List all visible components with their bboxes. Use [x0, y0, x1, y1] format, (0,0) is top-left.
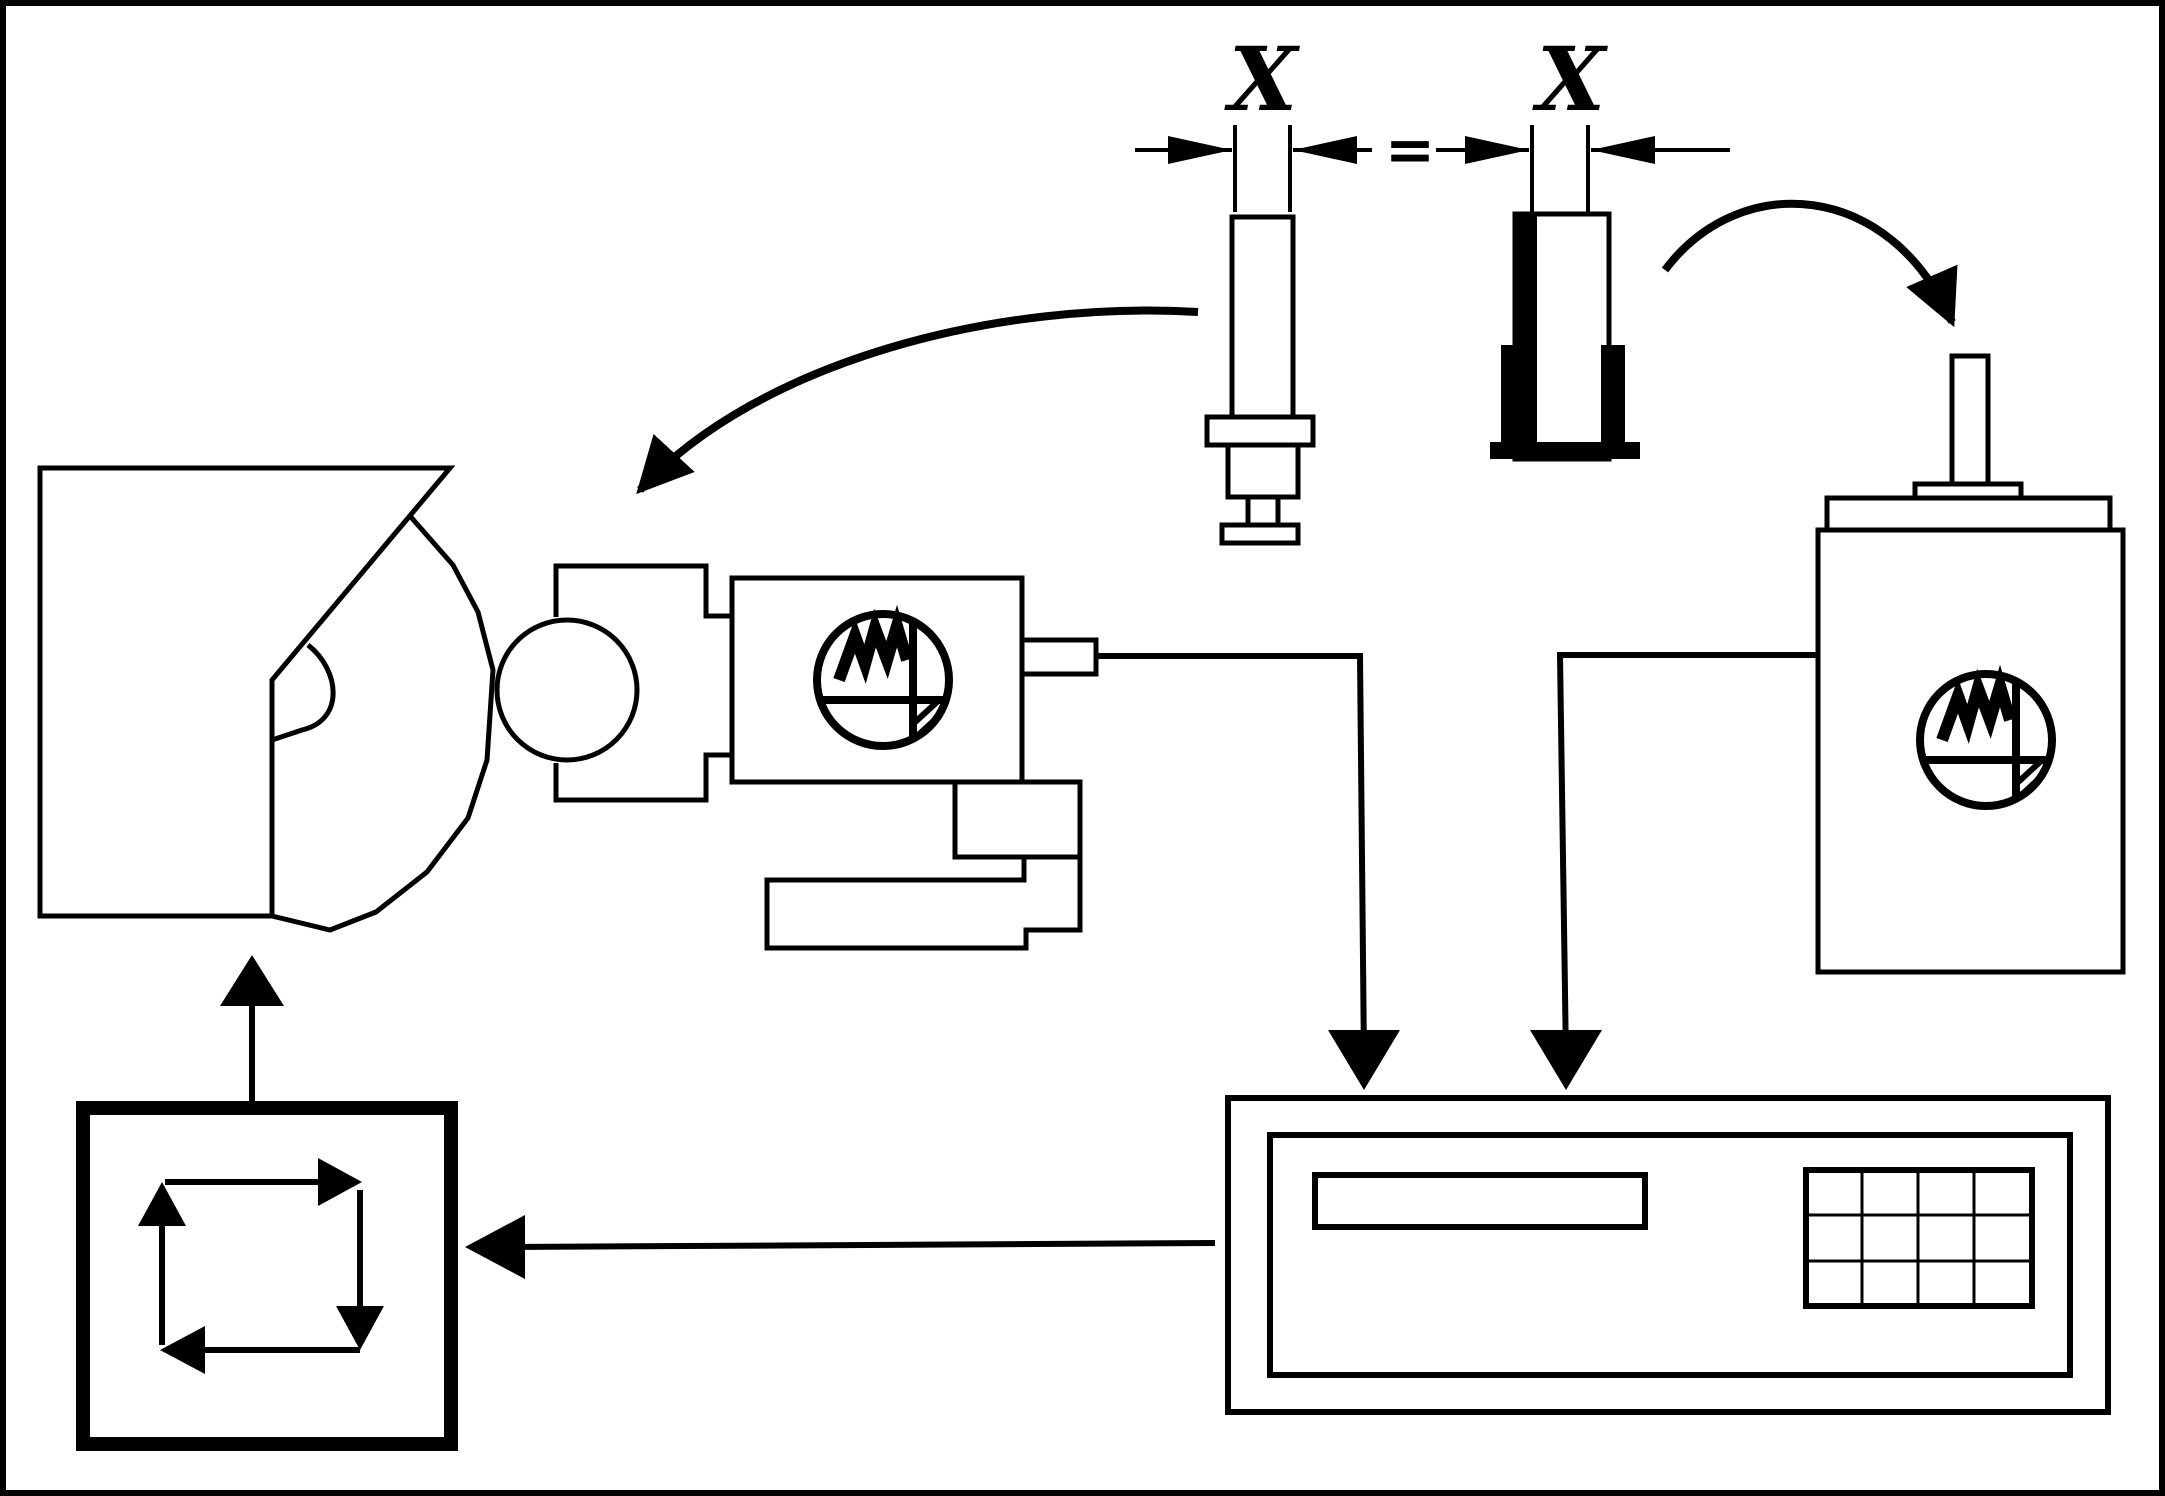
- probe: [1204, 214, 1316, 546]
- dimension-label-left: X: [1224, 27, 1301, 131]
- machine-fixture: [37, 465, 732, 933]
- curved-arrow-standard: [1661, 199, 1958, 328]
- controller-unit: [1225, 1095, 2111, 1415]
- measuring-head: [729, 575, 1099, 951]
- cycle-arrows-icon: [138, 1158, 384, 1374]
- connector-lines: [220, 652, 1818, 1279]
- reference-standard: [1490, 211, 1640, 462]
- strain-gauge-icon: [817, 614, 949, 746]
- strain-gauge-icon: [1920, 674, 2052, 806]
- equals-sign: =: [1385, 115, 1435, 185]
- dimension-label-right: X: [1532, 27, 1609, 131]
- reference-gauge-unit: [1815, 353, 2126, 975]
- process-cycle-box: [76, 1101, 458, 1451]
- dimension-annotation: X = X: [1135, 27, 1730, 212]
- curved-arrow-probe: [636, 306, 1199, 495]
- display-panel: [1312, 1172, 1648, 1230]
- keypad: [1803, 1167, 2035, 1309]
